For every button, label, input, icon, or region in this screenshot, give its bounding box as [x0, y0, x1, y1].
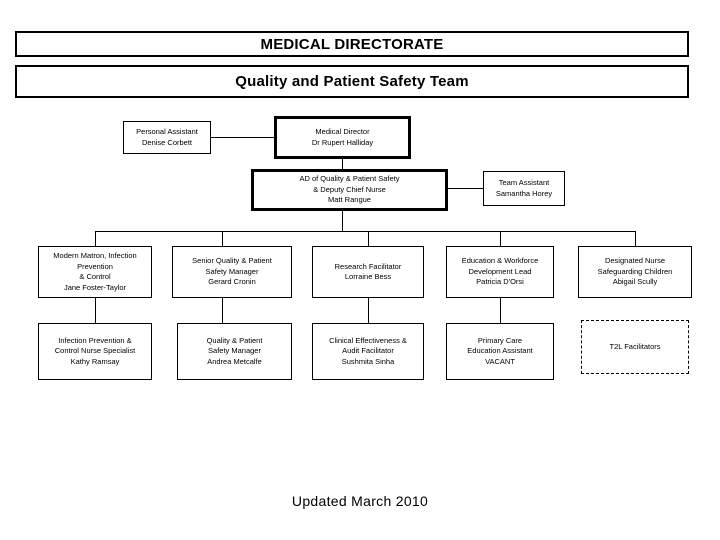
node-research-facilitator[interactable]: Research Facilitator Lorraine Bess: [312, 246, 424, 298]
node-line: Matt Rangue: [328, 195, 371, 205]
node-line: Medical Director: [315, 127, 370, 136]
node-line: Denise Corbett: [141, 137, 193, 147]
node-line: Gerard Cronin: [208, 277, 256, 287]
node-line: Abigail Scully: [612, 277, 658, 287]
node-line: Control Nurse Specialist: [54, 346, 136, 356]
connector-col2-row1-to-row2: [222, 298, 223, 323]
node-designated-nurse-safeguarding-children[interactable]: Designated Nurse Safeguarding Children A…: [578, 246, 692, 298]
connector-col1-row1-to-row2: [95, 298, 96, 323]
node-line: Clinical Effectiveness &: [329, 335, 407, 345]
connector-bus-drop-col4: [500, 231, 501, 246]
team-banner: Quality and Patient Safety Team: [15, 65, 689, 98]
node-line: Andrea Metcalfe: [207, 356, 262, 366]
node-medical-director[interactable]: Medical Director Dr Rupert Halliday: [274, 116, 411, 159]
node-line: Primary Care: [477, 335, 523, 345]
footer-updated-note: Updated March 2010: [0, 493, 720, 509]
node-line: Team Assistant: [498, 178, 550, 187]
connector-bus-drop-col2: [222, 231, 223, 246]
node-line: Prevention: [77, 261, 113, 271]
node-quality-patient-safety-manager[interactable]: Quality & Patient Safety Manager Andrea …: [177, 323, 292, 380]
connector-pa-to-director: [211, 137, 274, 138]
node-line: Education Assistant: [467, 346, 533, 356]
node-line: & Control: [79, 272, 111, 281]
node-line: Research Facilitator: [334, 261, 402, 271]
team-banner-label: Quality and Patient Safety Team: [235, 73, 469, 90]
node-line: Quality & Patient: [206, 335, 263, 345]
node-line: Senior Quality & Patient: [192, 256, 272, 266]
node-education-workforce-development-lead[interactable]: Education & Workforce Development Lead P…: [446, 246, 554, 298]
node-line: & Deputy Chief Nurse: [313, 184, 386, 194]
node-line: Audit Facilitator: [342, 346, 394, 356]
connector-bus-drop-col3: [368, 231, 369, 246]
node-team-assistant[interactable]: Team Assistant Samantha Horey: [483, 171, 565, 206]
node-line: Dr Rupert Halliday: [311, 137, 374, 147]
node-line: Safety Manager: [208, 346, 261, 356]
footer-updated-label: Updated March 2010: [291, 493, 429, 509]
directorate-banner-label: MEDICAL DIRECTORATE: [260, 35, 444, 53]
connector-ad-down-to-bus: [342, 211, 343, 232]
node-line: Sushmita Sinha: [341, 356, 395, 366]
node-t2l-facilitators[interactable]: T2L Facilitators: [581, 320, 689, 374]
directorate-banner: MEDICAL DIRECTORATE: [15, 31, 689, 57]
node-line: VACANT: [485, 356, 515, 366]
connector-director-to-ad: [342, 159, 343, 169]
node-line: Development Lead: [468, 266, 532, 276]
node-ad-quality-patient-safety[interactable]: AD of Quality & Patient Safety & Deputy …: [251, 169, 448, 211]
node-primary-care-education-assistant[interactable]: Primary Care Education Assistant VACANT: [446, 323, 554, 380]
node-line: Safeguarding Children: [597, 266, 673, 276]
node-personal-assistant[interactable]: Personal Assistant Denise Corbett: [123, 121, 211, 154]
node-senior-quality-patient-safety-manager[interactable]: Senior Quality & Patient Safety Manager …: [172, 246, 292, 298]
connector-col3-row1-to-row2: [368, 298, 369, 323]
connector-bus-drop-col5: [635, 231, 636, 246]
node-line: Kathy Ramsay: [70, 356, 120, 366]
node-line: T2L Facilitators: [609, 341, 661, 351]
connector-ad-to-team-assistant: [448, 188, 483, 189]
node-line: AD of Quality & Patient Safety: [299, 174, 400, 184]
connector-bus-drop-col1: [95, 231, 96, 246]
node-line: Jane Foster-Taylor: [63, 282, 127, 292]
node-line: Education & Workforce: [461, 256, 539, 266]
node-line: Samantha Horey: [495, 188, 553, 198]
node-line: Designated Nurse: [604, 256, 666, 266]
node-line: Modern Matron, Infection: [53, 251, 137, 260]
node-line: Lorraine Bess: [344, 272, 392, 281]
connector-horizontal-bus: [95, 231, 635, 232]
node-line: Infection Prevention &: [58, 335, 132, 345]
node-modern-matron-infection-prevention[interactable]: Modern Matron, Infection Prevention & Co…: [38, 246, 152, 298]
node-infection-prevention-control-nurse-specialist[interactable]: Infection Prevention & Control Nurse Spe…: [38, 323, 152, 380]
node-line: Personal Assistant: [136, 127, 198, 136]
node-line: Patricia D'Orsi: [476, 277, 524, 287]
node-line: Safety Manager: [205, 266, 259, 276]
node-clinical-effectiveness-audit-facilitator[interactable]: Clinical Effectiveness & Audit Facilitat…: [312, 323, 424, 380]
connector-col4-row1-to-row2: [500, 298, 501, 323]
